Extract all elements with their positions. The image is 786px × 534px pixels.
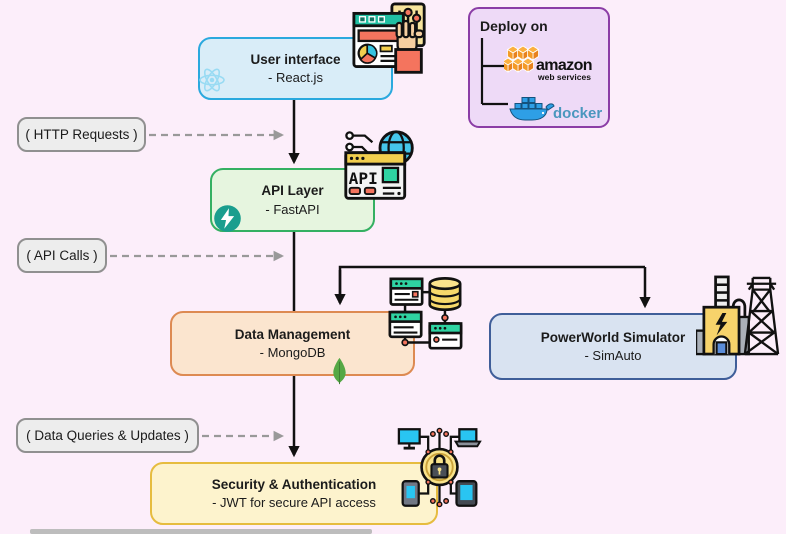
node-title: PowerWorld Simulator (540, 329, 686, 345)
horizontal-scrollbar[interactable] (30, 529, 372, 534)
label-http-requests: ( HTTP Requests ) (17, 117, 146, 152)
power-plant-icon (696, 275, 780, 356)
node-subtitle: - JWT for secure API access (212, 495, 376, 511)
aws-sub-wordmark: web services (537, 72, 591, 82)
label-api-calls: ( API Calls ) (17, 238, 107, 273)
node-subtitle: - React.js (268, 70, 323, 86)
node-subtitle: - MongoDB (259, 345, 326, 361)
line-data-power-link (338, 265, 645, 303)
security-network-icon (397, 427, 482, 508)
node-api-layer: API Layer - FastAPI (210, 168, 375, 232)
aws-logo: amazon web services (504, 45, 593, 82)
api-browser-icon: API (344, 130, 414, 200)
deploy-title: Deploy on (480, 18, 548, 34)
api-icon-text: API (349, 169, 378, 188)
node-title: Security & Authentication (211, 476, 377, 492)
node-user-interface: User interface - React.js (198, 37, 393, 100)
docker-wordmark: docker (553, 105, 602, 122)
node-data-management: Data Management - MongoDB (170, 311, 415, 376)
fastapi-icon (214, 205, 241, 232)
node-subtitle: - FastAPI (265, 201, 320, 217)
node-security-authentication: Security & Authentication - JWT for secu… (150, 462, 438, 525)
database-servers-icon (388, 277, 463, 350)
react-icon (199, 68, 225, 92)
node-subtitle: - SimAuto (584, 348, 642, 364)
docker-whale-eye (541, 111, 545, 115)
node-title: API Layer (261, 183, 324, 199)
docker-logo: docker (509, 97, 602, 122)
label-data-queries-updates: ( Data Queries & Updates ) (16, 418, 199, 453)
node-title: User interface (250, 51, 341, 67)
mongodb-leaf-icon (333, 357, 346, 385)
node-title: Data Management (234, 326, 351, 342)
aws-wordmark: amazon (536, 57, 592, 74)
dashboard-hand-icon (352, 2, 426, 74)
